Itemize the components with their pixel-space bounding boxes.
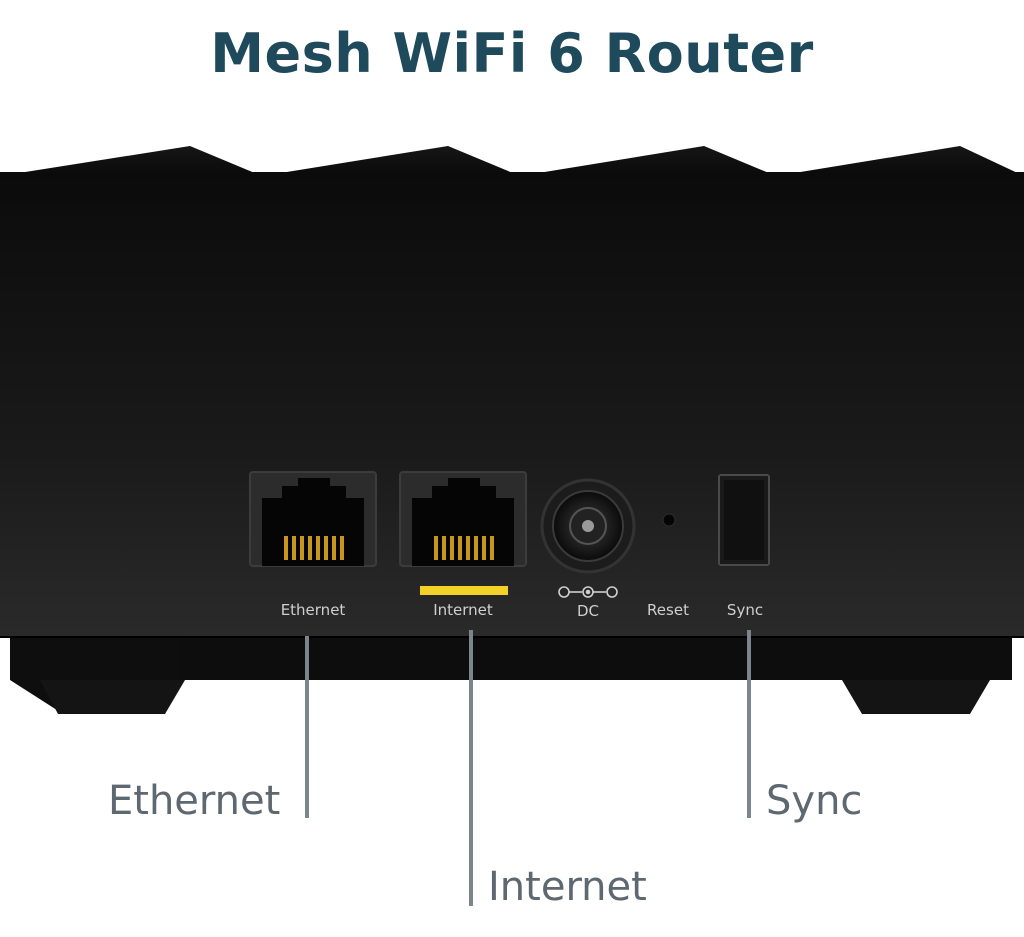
internet-indicator-bar — [420, 586, 508, 595]
leader-line-sync — [747, 630, 751, 818]
port-label-reset: Reset — [647, 601, 689, 619]
port-label-sync: Sync — [726, 601, 764, 619]
ethernet-pins — [284, 536, 344, 560]
internet-pins — [434, 536, 494, 560]
port-label-dc: DC — [576, 602, 600, 620]
sync-button — [718, 474, 770, 566]
router-base — [0, 636, 1024, 714]
ethernet-port — [249, 471, 377, 567]
callout-sync: Sync — [766, 778, 863, 824]
diagram-title: Mesh WiFi 6 Router — [210, 22, 814, 85]
internet-port — [399, 471, 527, 567]
port-label-internet: Internet — [433, 601, 493, 619]
router-body — [0, 172, 1024, 637]
leader-line-ethernet — [305, 636, 309, 818]
dc-power-jack — [540, 478, 636, 574]
callout-ethernet: Ethernet — [108, 778, 281, 824]
router-top-peaks — [0, 146, 1024, 176]
port-label-ethernet: Ethernet — [280, 601, 346, 619]
dc-polarity-icon — [558, 586, 618, 598]
reset-pinhole — [662, 513, 676, 527]
callout-internet: Internet — [488, 864, 647, 910]
leader-line-internet — [469, 630, 473, 906]
